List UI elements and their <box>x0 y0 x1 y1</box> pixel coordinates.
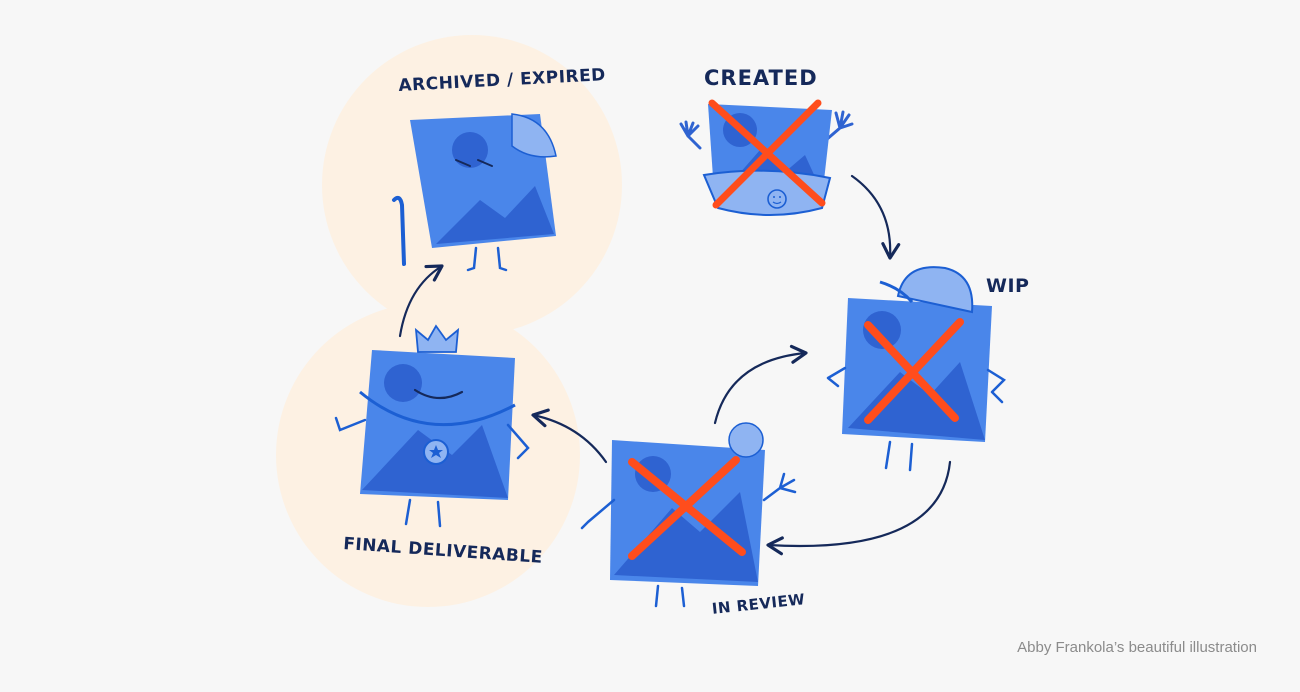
cross-mark-icon <box>708 99 826 209</box>
medal-icon <box>423 439 449 465</box>
character-final-deliverable <box>334 324 530 528</box>
character-in-review <box>580 422 797 608</box>
cap-icon <box>879 266 974 314</box>
crown-icon <box>414 324 460 353</box>
arrow-created-to-wip <box>850 174 901 260</box>
character-wip <box>826 266 1006 472</box>
arrow-review-to-final <box>531 408 608 464</box>
character-archived <box>392 113 557 272</box>
cross-mark-icon <box>628 456 746 560</box>
stage-label-wip: WIP <box>986 275 1030 297</box>
cane-icon <box>392 195 406 266</box>
arrow-wip-to-review <box>766 460 952 556</box>
stage-label-created: CREATED <box>704 66 818 90</box>
arrow-review-to-wip <box>713 344 808 425</box>
character-created <box>679 99 854 216</box>
cross-mark-icon <box>864 318 964 424</box>
arrow-final-to-archived <box>398 264 444 338</box>
credit-caption: Abby Frankola’s beautiful illustration <box>1017 639 1257 656</box>
